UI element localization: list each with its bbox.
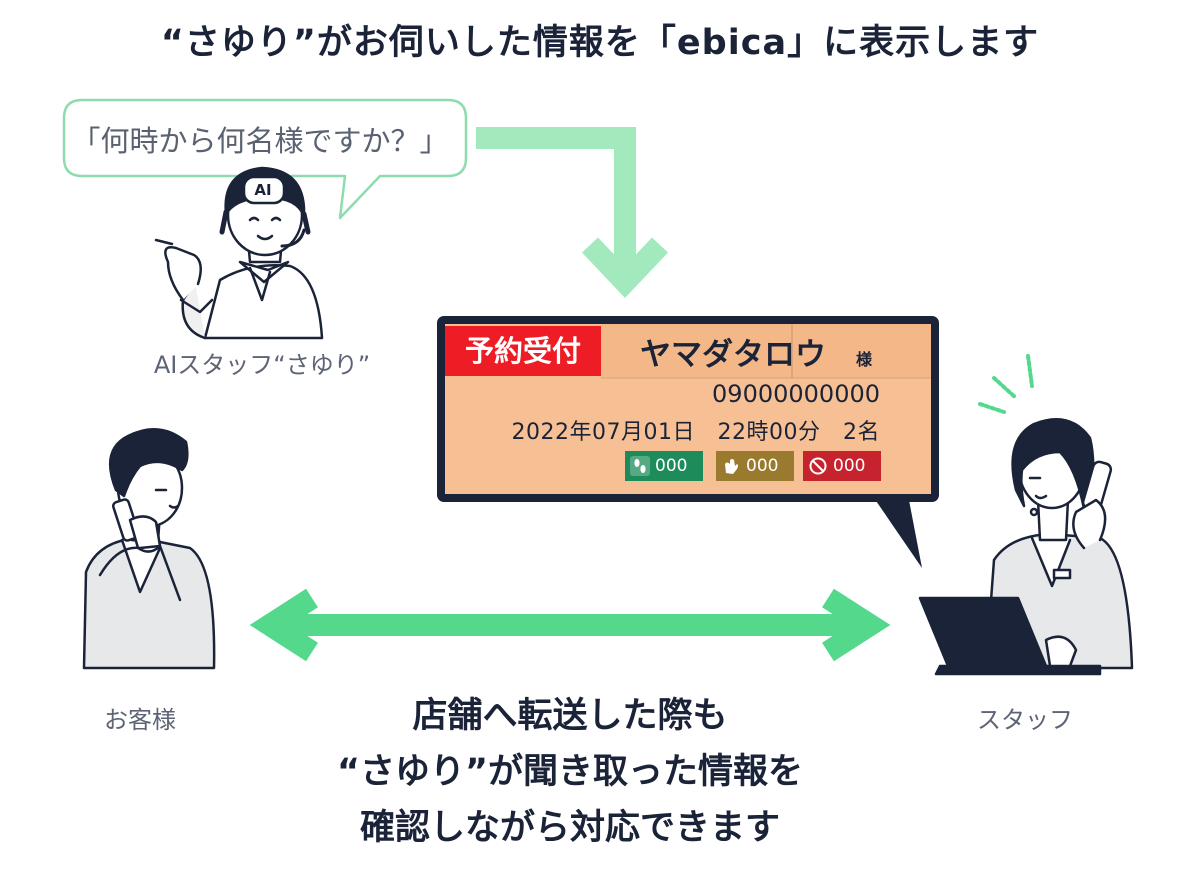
customer-name: ヤマダタロウ: [640, 337, 826, 373]
card-title: 予約受付: [445, 326, 601, 376]
staff-caption: スタッフ: [977, 706, 1073, 734]
clap-count-badge: 000: [716, 451, 794, 481]
cancel-count-badge: 000: [803, 451, 881, 481]
speech-bubble-text: 「何時から何名様ですか？」: [71, 124, 449, 158]
call-transfer-arrow: [249, 588, 891, 662]
bottom-message-line-1: 店舗へ転送した際も: [412, 696, 728, 736]
visit-count-badge: 000: [625, 451, 703, 481]
speech-bubble: [62, 98, 468, 220]
customer-illustration: [82, 428, 216, 670]
bottom-message-line-3: 確認しながら対応できます: [359, 808, 780, 848]
ai-staff-illustration: [154, 166, 324, 340]
customer-name-suffix: 様: [856, 350, 873, 369]
reservation-datetime: 2022年07月01日 22時00分 2名: [511, 420, 880, 445]
customer-caption: お客様: [104, 706, 176, 734]
cancel-count-value: 000: [833, 456, 866, 476]
footprints-icon: [630, 456, 650, 476]
ringing-marks: [978, 354, 1034, 414]
ai-staff-caption: AIスタッフ“さゆり”: [153, 351, 371, 379]
staff-illustration: [918, 418, 1134, 676]
flow-arrow-to-card: [476, 127, 668, 299]
visit-count-value: 000: [655, 456, 688, 476]
ai-badge: AI: [254, 181, 272, 199]
bottom-message-line-2: “さゆり”が聞き取った情報を: [336, 752, 803, 792]
clapping-hands-icon: [725, 459, 738, 474]
card-pointer: [872, 495, 922, 568]
page-title: “さゆり”がお伺いした情報を「ebica」に表示します: [160, 23, 1040, 63]
clap-count-value: 000: [746, 456, 779, 476]
customer-phone: 09000000000: [712, 380, 880, 408]
prohibited-icon: [809, 457, 827, 475]
bottom-message: 店舗へ転送した際も “さゆり”が聞き取った情報を 確認しながら対応できます: [0, 688, 1140, 856]
